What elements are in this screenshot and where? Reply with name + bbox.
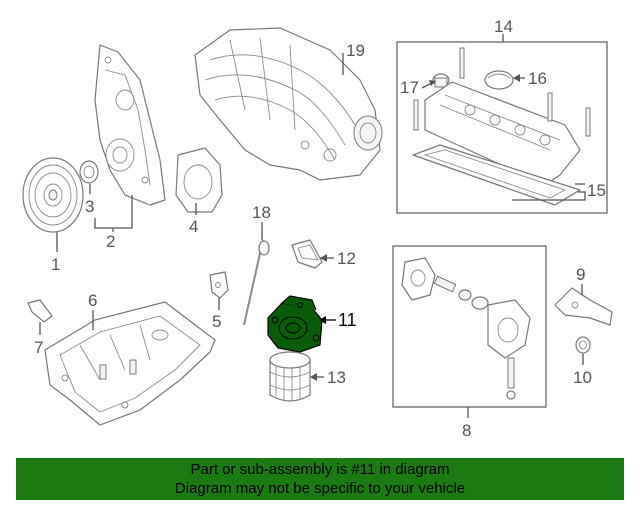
callout-10: 10 [573,368,592,387]
oil-filler-grommet[interactable] [432,73,450,88]
callout-4: 4 [189,217,198,236]
callout-13: 13 [327,368,346,387]
callout-8: 8 [462,421,471,440]
timing-cover[interactable] [94,44,166,206]
valve-cover-group-box [396,41,608,214]
vvt-group-box [392,245,547,408]
rear-seal-retainer[interactable] [175,147,223,213]
footer-line-2: Diagram may not be specific to your vehi… [174,480,466,497]
callout-6: 6 [88,291,97,310]
oil-filter-adapter-gasket[interactable] [291,239,323,269]
callout-17: 17 [400,78,419,97]
callout-11: 11 [338,310,357,330]
parts-diagram: 1 3 2 4 19 14 [22,17,613,440]
oil-pan[interactable] [44,301,216,426]
oil-pan-drain-plug[interactable] [27,299,53,323]
footer-line-1: Part or sub-assembly is #11 in diagram [190,461,450,478]
callout-18: 18 [252,203,271,222]
oil-filter-adapter-highlighted[interactable] [267,295,323,353]
callout-9: 9 [576,265,585,284]
valve-cover-bolts[interactable] [413,47,591,137]
callout-12: 12 [337,249,356,268]
oil-filler-cap[interactable] [484,70,514,90]
callout-15: 15 [587,181,606,200]
oil-filter[interactable] [269,351,311,402]
callout-19: 19 [346,41,365,60]
variable-valve-timing-components[interactable] [401,257,531,400]
engine-mount-bracket[interactable] [554,287,613,326]
callout-16: 16 [528,69,547,88]
dipstick-tube-bracket[interactable] [209,271,229,299]
oil-dipstick[interactable] [243,239,270,326]
callout-7: 7 [34,338,43,357]
valve-cover[interactable] [424,81,581,186]
callout-5: 5 [212,312,221,331]
washer-seal[interactable] [575,336,591,354]
valve-cover-gasket[interactable] [412,144,581,206]
crankshaft-pulley[interactable] [22,157,84,233]
callout-1: 1 [51,255,60,274]
footer-banner: Part or sub-assembly is #11 in diagram D… [16,458,624,500]
intake-manifold[interactable] [194,27,383,181]
callout-14: 14 [494,17,513,36]
callout-3: 3 [85,197,94,216]
front-crank-seal[interactable] [79,160,99,184]
callout-2: 2 [106,232,115,251]
